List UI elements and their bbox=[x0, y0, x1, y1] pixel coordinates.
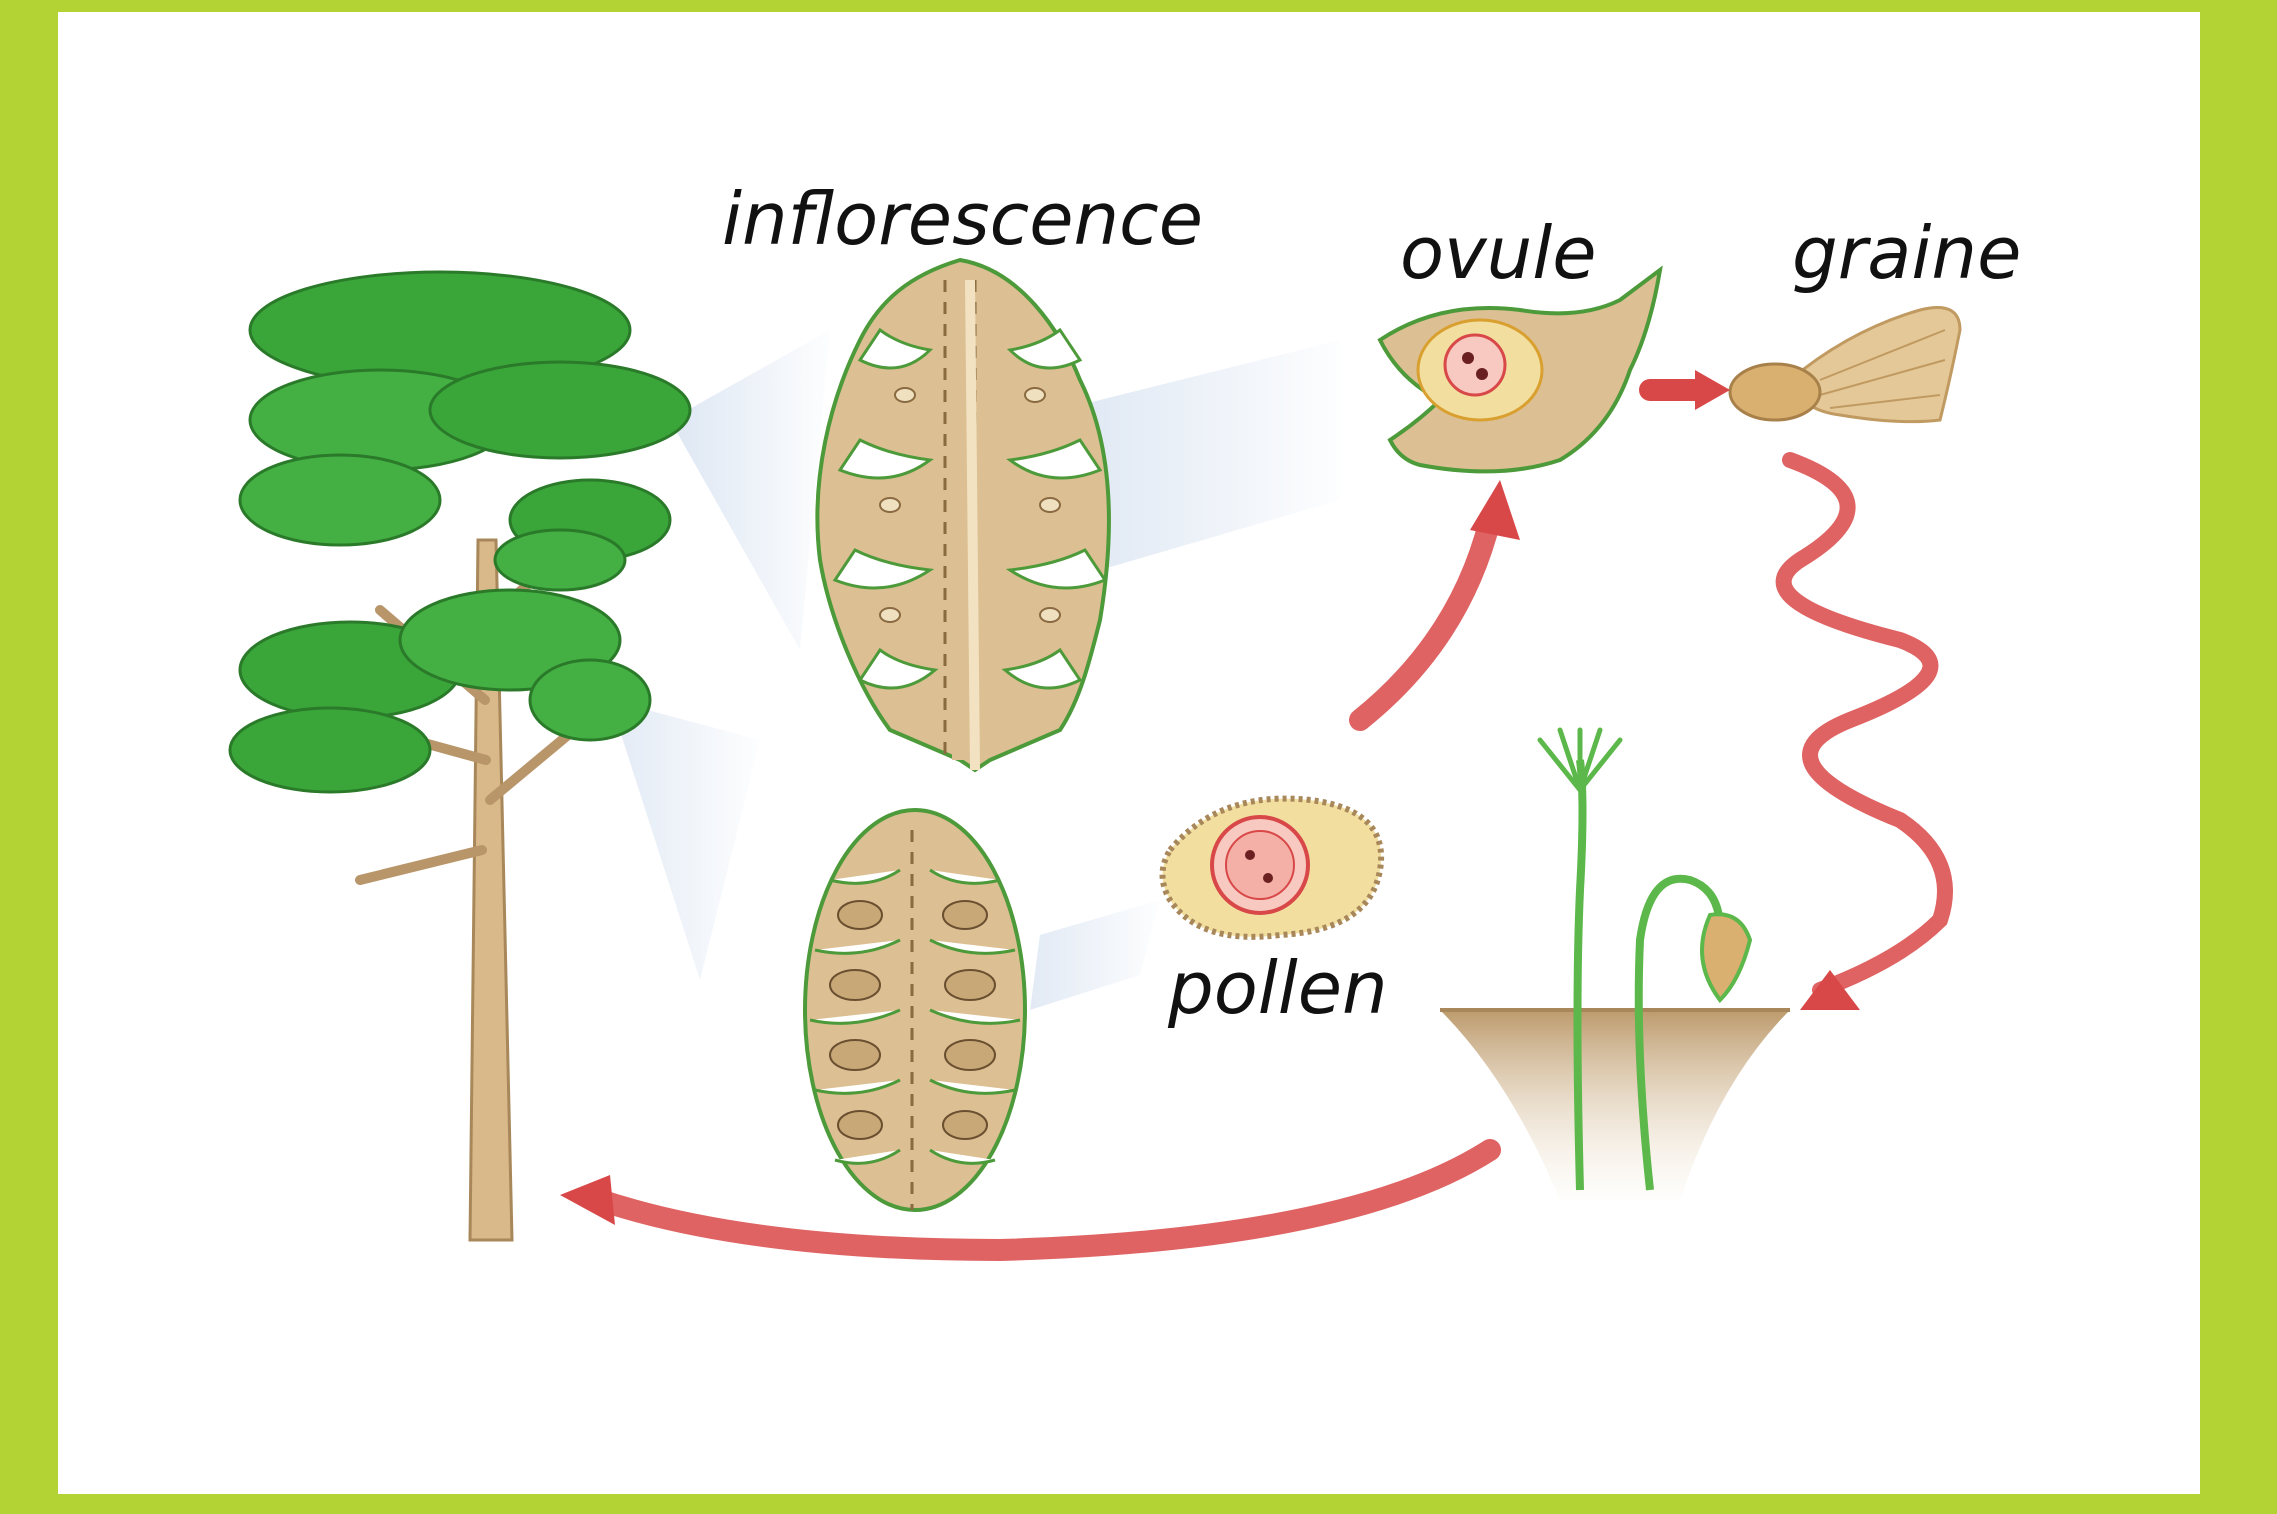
ovule-icon bbox=[1380, 270, 1660, 471]
arrow-seed-to-seedling bbox=[1784, 460, 1945, 990]
arrow-ovule-to-seed-head bbox=[1695, 370, 1730, 410]
male-cone-icon bbox=[805, 810, 1025, 1210]
female-cone-icon bbox=[817, 260, 1109, 770]
arrow-seedling-to-tree bbox=[600, 1150, 1490, 1250]
seed-icon bbox=[1730, 308, 1960, 422]
label-graine: graine bbox=[1792, 217, 2021, 289]
label-ovule: ovule bbox=[1400, 217, 1597, 289]
label-inflorescence: inflorescence bbox=[722, 183, 1203, 255]
beam-pollen-detail bbox=[1030, 900, 1160, 1010]
label-pollen: pollen bbox=[1168, 952, 1388, 1024]
pollen-grain-icon bbox=[1163, 799, 1382, 937]
pine-tree-icon bbox=[230, 272, 690, 1240]
beam-male-cone bbox=[610, 700, 760, 980]
beam-female-cone bbox=[670, 330, 830, 650]
arrow-pollen-to-ovule bbox=[1360, 520, 1490, 720]
arrow-pollen-to-ovule-head bbox=[1470, 480, 1520, 540]
arrow-seedling-to-tree-head bbox=[560, 1175, 615, 1225]
seedling-icon bbox=[1440, 730, 1790, 1200]
